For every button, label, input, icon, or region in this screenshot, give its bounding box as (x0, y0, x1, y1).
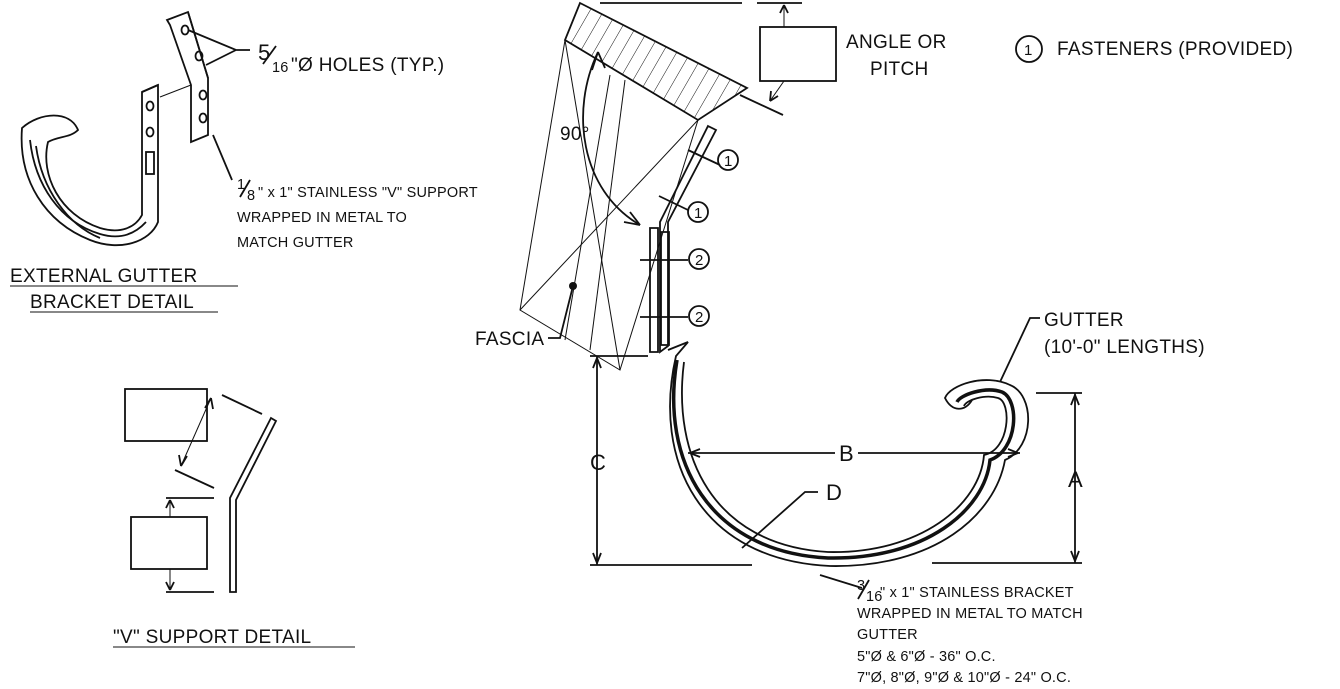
dimensions (590, 355, 1082, 566)
support-line2: WRAPPED IN METAL TO (237, 210, 407, 226)
fraction-bar-support (239, 179, 251, 198)
bracket-line1: " x 1" STAINLESS BRACKET (880, 585, 1074, 601)
dim-a-label: A (1068, 467, 1083, 492)
marker-1a-text: 1 (724, 153, 732, 170)
fastener-marker-2b (688, 305, 710, 327)
support-fraction-den: 8 (247, 188, 255, 204)
holes-fraction-den: 16 (272, 60, 289, 76)
marker-2a-text: 2 (695, 252, 703, 269)
fascia-board (519, 39, 699, 371)
bracket-line4: 5"Ø & 6"Ø - 36" O.C. (857, 649, 996, 665)
gutter-leader (999, 317, 1040, 383)
bracket-title-line1: EXTERNAL GUTTER (10, 266, 198, 287)
gutter-profile (667, 341, 1030, 567)
holes-label: "Ø HOLES (TYP.) (291, 55, 444, 76)
fasteners-legend-label: FASTENERS (PROVIDED) (1057, 39, 1293, 60)
support-fraction-num: 1 (237, 177, 245, 193)
marker-2b-text: 2 (695, 309, 703, 326)
external-bracket-illustration (20, 10, 250, 247)
fraction-bar-bracket (857, 579, 870, 600)
bracket-line5: 7"Ø, 8"Ø, 9"Ø & 10"Ø - 24" O.C. (857, 670, 1071, 686)
fascia-label: FASCIA (475, 329, 544, 350)
support-line3: MATCH GUTTER (237, 235, 354, 251)
bracket-fraction-num: 3 (857, 578, 865, 594)
bracket-leader (819, 574, 863, 589)
marker-1b-text: 1 (694, 205, 702, 222)
angle-pitch-indicator (739, 2, 837, 116)
angle-pitch-line2: PITCH (870, 59, 929, 80)
dim-c-label: C (590, 450, 606, 475)
angle-pitch-line1: ANGLE OR (846, 32, 947, 53)
fasteners-legend-marker (1015, 35, 1043, 63)
gutter-label-line2: (10'-0" LENGTHS) (1044, 337, 1205, 358)
gutter-label-line1: GUTTER (1044, 310, 1124, 331)
dim-d-label: D (826, 480, 842, 505)
angle-90-label: 90° (560, 124, 590, 145)
bracket-title-line2: BRACKET DETAIL (30, 292, 194, 313)
bracket-line3: GUTTER (857, 627, 918, 643)
angle-arc (582, 51, 641, 226)
roof-rafter (563, 1, 749, 122)
dim-b-label: B (839, 441, 854, 466)
fastener-marker-1a (717, 149, 739, 171)
fastener-marker-1b (687, 201, 709, 223)
bracket-line2: WRAPPED IN METAL TO MATCH (857, 606, 1083, 622)
bracket-fraction-den: 16 (866, 589, 883, 605)
v-support-illustration (124, 388, 278, 593)
fraction-bar-holes (262, 45, 277, 65)
support-line1: " x 1" STAINLESS "V" SUPPORT (258, 185, 478, 201)
v-support-title: "V" SUPPORT DETAIL (113, 627, 311, 648)
installed-v-support (649, 124, 718, 354)
fasteners-marker-text: 1 (1024, 42, 1032, 59)
fastener-marker-2a (688, 248, 710, 270)
